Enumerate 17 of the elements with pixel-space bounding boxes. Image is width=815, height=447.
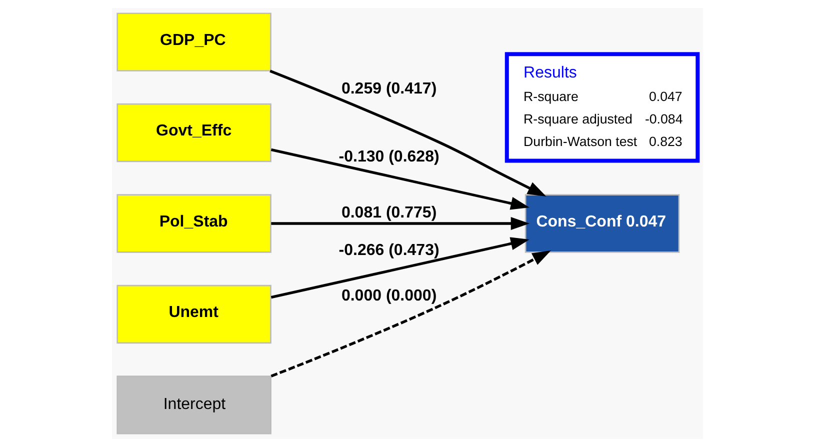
edge-label: 0.000 (0.000): [341, 287, 437, 304]
arrow: [270, 237, 530, 299]
node-box: Cons_Conf 0.047: [524, 194, 680, 253]
node-box: Unemt: [116, 284, 272, 344]
edge-label: 0.081 (0.775): [341, 204, 437, 222]
node-box: Pol_Stab: [116, 194, 272, 253]
arrow: [270, 70, 546, 196]
arrow: [270, 250, 552, 378]
edge-label: -0.266 (0.473): [338, 242, 440, 259]
arrow: [271, 216, 530, 230]
edge-label: -0.130 (0.628): [338, 148, 440, 166]
node-box: Govt_Effc: [116, 103, 272, 162]
edge-label: 0.259 (0.417): [341, 80, 437, 98]
node-box: Results R-square 0.047 R-square adjusted -0.084 Durbin-Watson test 0.823: [504, 52, 700, 163]
arrow: [270, 148, 530, 210]
node-box: Intercept: [116, 376, 272, 434]
node-box: GDP_PC: [116, 12, 272, 72]
